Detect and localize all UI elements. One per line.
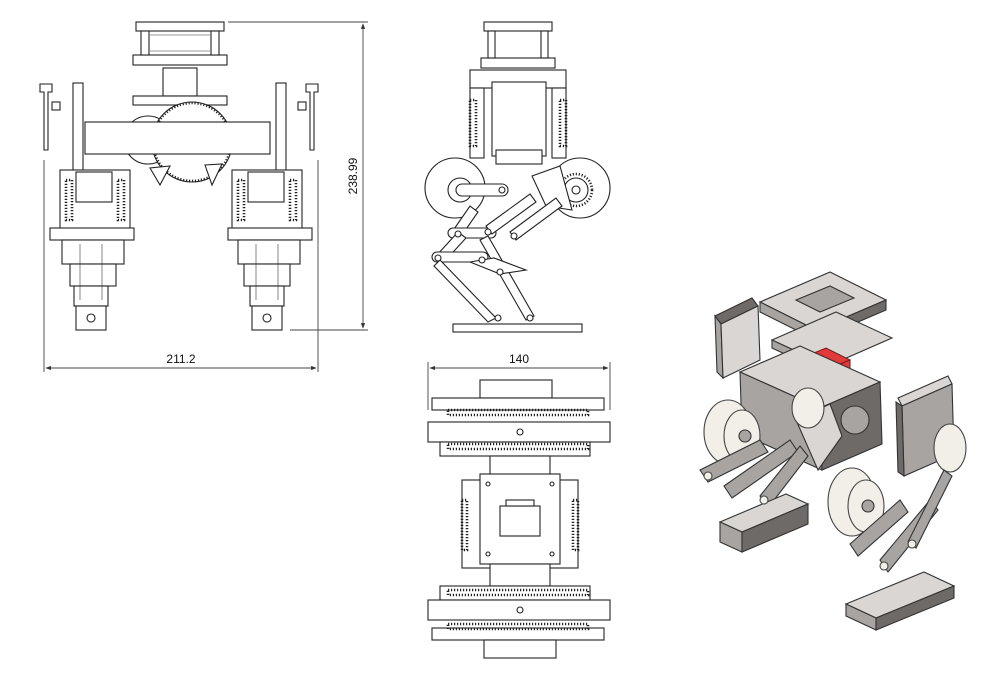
iso-right-wheel [827, 467, 885, 537]
side-body [468, 69, 568, 165]
side-linkage [431, 193, 563, 323]
front-top-platform [132, 21, 228, 66]
side-left-wheel [424, 157, 509, 219]
top-upper-leg [427, 379, 611, 481]
side-top-platform [480, 21, 556, 69]
side-right-wheel [531, 157, 611, 219]
front-height-dimension: 238.99 [228, 21, 368, 331]
top-lower-leg [427, 563, 611, 659]
top-center-body [460, 473, 580, 569]
front-width-dimension: 211.2 [43, 160, 319, 372]
side-view [424, 21, 611, 333]
top-width-dimension: 140 [427, 352, 611, 410]
iso-left-panel [714, 297, 761, 380]
front-width-value: 211.2 [166, 352, 195, 366]
front-left-leg [49, 169, 135, 331]
front-servo-column [162, 67, 198, 97]
front-right-leg [227, 169, 313, 331]
front-view: 211.2 238.99 [39, 21, 368, 372]
isometric-render [699, 271, 967, 631]
top-view: 140 [427, 352, 611, 659]
iso-left-wheel [703, 387, 825, 465]
iso-right-leg [844, 469, 956, 631]
front-height-value: 238.99 [346, 157, 360, 194]
front-hip-beam [84, 121, 271, 155]
side-foot-plate [452, 323, 583, 333]
front-left-arm [39, 82, 84, 212]
iso-right-panel [895, 375, 967, 478]
iso-left-leg [699, 439, 810, 553]
top-width-value: 140 [509, 352, 529, 366]
